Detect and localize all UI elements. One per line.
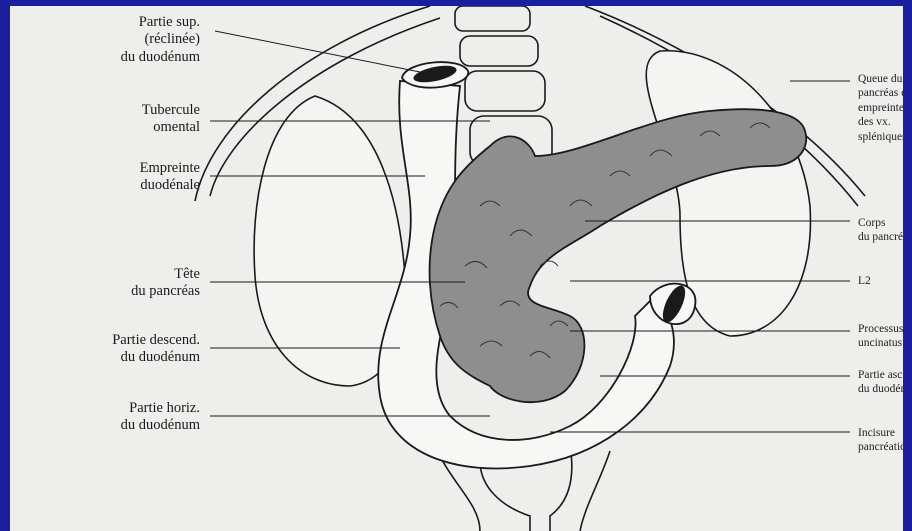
- label-incisure: Incisure pancréatique: [858, 426, 903, 455]
- label-tubercule: Tubercule omental: [142, 102, 200, 137]
- label-empreinte: Empreinte duodénale: [140, 160, 200, 195]
- label-partie-sup: Partie sup. (réclinée) du duodénum: [121, 14, 200, 66]
- label-partie-descend: Partie descend. du duodénum: [112, 332, 200, 367]
- frame-right-border: [903, 0, 912, 531]
- figure-panel: Partie sup. (réclinée) du duodénum Tuber…: [10, 6, 903, 531]
- label-processus: Processus uncinatus: [858, 322, 903, 351]
- label-corps: Corps du pancréas: [858, 216, 903, 245]
- label-partie-asc: Partie asc. du duodénum: [858, 368, 903, 397]
- label-tete: Tête du pancréas: [131, 266, 200, 301]
- label-l2: L2: [858, 274, 871, 288]
- label-queue: Queue du pancréas et empreinte des vx. s…: [858, 72, 903, 144]
- label-partie-horiz: Partie horiz. du duodénum: [121, 400, 200, 435]
